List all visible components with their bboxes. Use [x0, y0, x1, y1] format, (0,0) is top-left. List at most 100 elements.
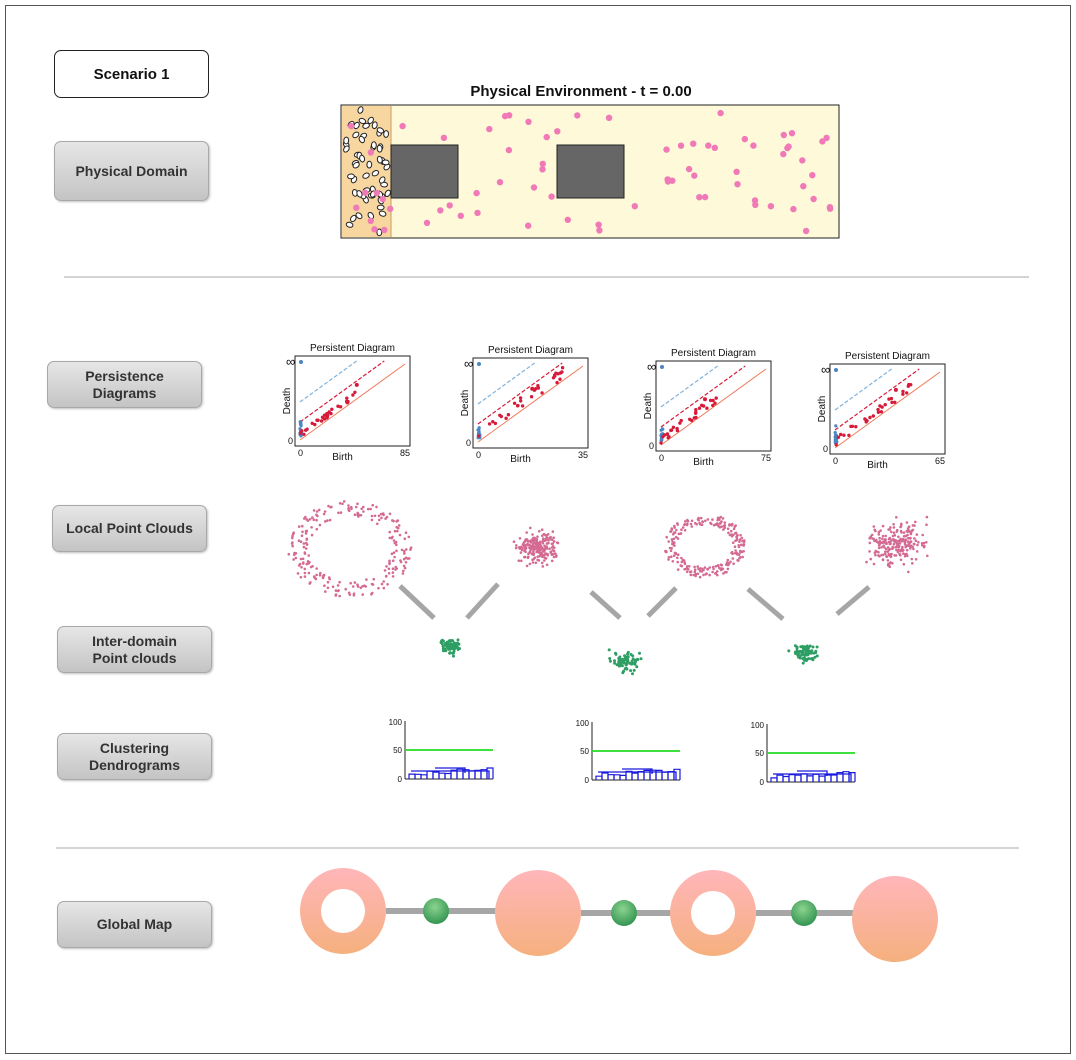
pedestrian-dot [381, 226, 388, 234]
pd-point-dim1 [504, 416, 508, 420]
local-cloud-point [370, 582, 374, 586]
local-cloud-point [338, 502, 342, 505]
pd-point-dim1 [675, 428, 680, 433]
local-cloud-point [304, 541, 308, 545]
local-cloud-point [314, 577, 318, 581]
pd-point-dim1 [836, 435, 841, 439]
local-cloud-point [664, 549, 667, 553]
local-cloud-point [301, 530, 304, 534]
local-cloud-point [728, 524, 731, 527]
local-cloud-point [889, 555, 893, 559]
local-cloud-point [531, 533, 534, 536]
local-cloud-point [538, 544, 541, 547]
local-cloud-point [312, 575, 316, 578]
pd-point-dim1 [666, 436, 670, 440]
pd-point-dim1 [506, 413, 511, 417]
pd-axes-frame [829, 363, 946, 455]
inter-cloud-point [807, 652, 810, 656]
pd-point-dim1-outlier [530, 386, 535, 391]
pd-point-dim1 [515, 404, 520, 408]
local-point-cloud-4 [865, 515, 929, 574]
local-cloud-point [676, 537, 680, 540]
local-cloud-point [911, 562, 914, 565]
pd-point-dim1 [694, 408, 698, 412]
local-cloud-point [917, 541, 920, 544]
local-cloud-point [885, 542, 888, 546]
local-cloud-point [408, 557, 411, 560]
pd-x-zero-label: 0 [833, 456, 838, 466]
inter-cloud-point [608, 657, 612, 660]
pd-point-dim1 [345, 396, 349, 400]
local-cloud-point [667, 556, 671, 559]
crowd-agent [349, 214, 357, 223]
local-cloud-point [690, 519, 694, 523]
local-cloud-point [670, 527, 673, 530]
local-cloud-point [377, 586, 380, 590]
local-cloud-point [891, 547, 894, 551]
local-cloud-point [341, 502, 344, 506]
local-cloud-point [404, 561, 408, 564]
local-cloud-point [669, 549, 673, 553]
local-cloud-point [903, 555, 907, 558]
local-cloud-point [673, 544, 676, 547]
inter-cloud-point [452, 644, 456, 648]
local-cloud-point [318, 523, 322, 527]
pd-threshold-dim1 [299, 360, 385, 423]
local-cloud-point [534, 561, 538, 565]
local-cloud-point [407, 535, 411, 539]
local-cloud-point [370, 514, 374, 518]
local-cloud-point [324, 590, 327, 593]
local-cloud-point [296, 572, 300, 575]
local-cloud-point [883, 546, 886, 549]
pd-point-dim1 [705, 406, 709, 410]
local-cloud-point [693, 568, 697, 571]
dendro-link [438, 772, 446, 779]
local-cloud-point [543, 559, 546, 562]
local-cloud-point [323, 510, 327, 513]
inter-domain-cloud-1 [439, 638, 461, 658]
global-map-small-node-2 [611, 900, 637, 926]
local-cloud-point [552, 552, 555, 556]
dendro-tick-50: 50 [393, 746, 402, 755]
crowd-agent [356, 190, 363, 198]
pd-title: Persistent Diagram [671, 348, 756, 359]
pd-title: Persistent Diagram [488, 345, 573, 356]
pd-point-dim1 [310, 421, 314, 425]
local-cloud-point [383, 569, 387, 572]
pedestrian-dot [711, 144, 718, 151]
local-cloud-point [912, 542, 916, 546]
inter-cloud-point [813, 655, 817, 659]
pd-title: Persistent Diagram [845, 351, 930, 362]
pd-point-dim0-infinite [477, 362, 481, 366]
dendro-link [444, 772, 452, 779]
scenario-label: Scenario 1 [54, 50, 209, 98]
local-cloud-point [385, 574, 388, 578]
pd-point-dim1 [499, 414, 503, 419]
pd-point-dim1 [669, 428, 674, 432]
local-cloud-point [875, 538, 878, 542]
local-cloud-point [514, 546, 518, 550]
local-cloud-point [695, 523, 698, 526]
local-cloud-point [901, 537, 905, 541]
crowd-agent [378, 210, 387, 217]
local-cloud-point [299, 540, 303, 543]
pd-infinity-label: ∞ [286, 354, 295, 369]
pd-point-dim1 [708, 398, 713, 403]
local-cloud-point [551, 530, 555, 533]
local-cloud-point [520, 559, 523, 563]
local-cloud-point [531, 561, 535, 564]
local-cloud-point [301, 524, 304, 528]
pd-threshold-dim1 [660, 365, 746, 428]
pd-point-dim1 [319, 419, 324, 423]
pd-point-dim1 [529, 395, 534, 399]
local-cloud-point [373, 514, 377, 518]
pd-point-dim1-outlier [703, 397, 707, 402]
local-cloud-point [921, 543, 924, 547]
local-cloud-point [328, 518, 332, 522]
pd-point-dim0-infinite [660, 365, 664, 369]
local-cloud-point [683, 523, 686, 527]
local-cloud-point [523, 555, 527, 559]
pedestrian-dot [685, 165, 693, 173]
local-cloud-point [385, 515, 389, 519]
